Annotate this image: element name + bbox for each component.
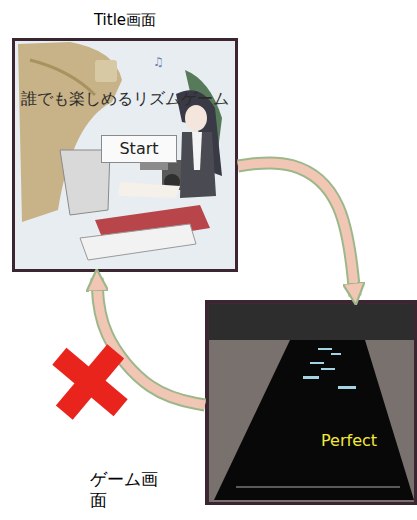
judge-line: [236, 486, 400, 488]
arrow-outline: [97, 278, 205, 405]
flow-arrow: [238, 163, 355, 296]
screen-heading: Title画面: [15, 11, 235, 30]
note-lane: [214, 340, 414, 500]
girl-face: [185, 105, 207, 131]
arrow-body: [238, 163, 355, 296]
cross-bar: [56, 344, 124, 419]
girl-jacket: [180, 132, 216, 198]
cross-bar: [52, 348, 127, 416]
judgement-text: Perfect: [321, 431, 377, 450]
tan-shape: [18, 42, 122, 222]
game-illustration: [205, 300, 417, 505]
note: [310, 362, 324, 364]
note: [331, 353, 341, 355]
gramophone: [95, 60, 117, 82]
game-background: [209, 340, 417, 502]
title-illustration: ♫: [15, 41, 235, 269]
game-frame: [205, 300, 417, 505]
red-cross: [34, 326, 147, 439]
arrow-outline: [238, 163, 355, 296]
note: [338, 386, 356, 389]
note: [303, 376, 319, 379]
music-note: ♫: [153, 55, 164, 69]
screen-box: ゲーム画面Perfect: [205, 300, 417, 505]
screen-box: Title画面誰でも楽しめるリズムゲームStart: [12, 38, 238, 272]
note: [321, 368, 335, 370]
title-background: [15, 41, 235, 269]
button-label: Start: [102, 136, 176, 162]
note: [318, 348, 332, 350]
girl-shirt: [192, 132, 202, 170]
flow-arrow: [97, 278, 205, 405]
game-title: 誰でも楽しめるリズムゲーム: [15, 89, 235, 110]
screen-heading: ゲーム画面: [90, 469, 160, 511]
white-book: [80, 224, 196, 260]
girl-legs: [118, 182, 180, 198]
top-bar: [209, 304, 417, 340]
arrow-body: [97, 278, 205, 405]
button-box: Start: [101, 135, 177, 163]
